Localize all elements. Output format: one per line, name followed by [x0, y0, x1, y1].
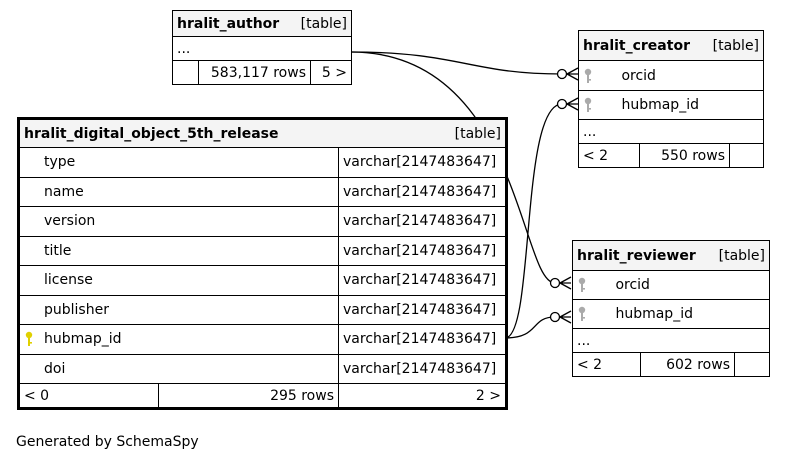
- column-type: varchar[2147483647]: [337, 353, 508, 384]
- column-type: varchar[2147483647]: [337, 206, 508, 237]
- column-name: type: [44, 154, 76, 171]
- table-kind: [table]: [454, 125, 502, 142]
- foreign-key-icon: [583, 97, 597, 113]
- column-row[interactable]: type varchar[2147483647]: [18, 147, 508, 178]
- edge-digital-creator: [504, 103, 563, 339]
- table-name: hralit_digital_object_5th_release: [24, 125, 279, 142]
- column-name-cell: name: [18, 176, 339, 207]
- primary-key-icon: [24, 331, 38, 347]
- table-name: hralit_reviewer: [577, 247, 696, 264]
- column-name: hubmap_id: [615, 306, 693, 322]
- column-row[interactable]: hubmap_id: [571, 299, 771, 329]
- parents-link[interactable]: < 2: [578, 143, 640, 168]
- column-type: varchar[2147483647]: [337, 235, 508, 266]
- table-kind: [table]: [718, 247, 766, 264]
- column-name: orcid: [621, 67, 656, 84]
- column-name: version: [44, 213, 96, 230]
- columns-ellipsis: ...: [571, 328, 771, 353]
- column-row[interactable]: doi varchar[2147483647]: [18, 353, 508, 384]
- parents-link[interactable]: < 0: [18, 383, 159, 409]
- column-name-cell: doi: [18, 353, 339, 384]
- column-row[interactable]: hubmap_id: [577, 90, 765, 120]
- column-row[interactable]: publisher varchar[2147483647]: [18, 294, 508, 325]
- column-name-cell: title: [18, 235, 339, 266]
- table-header[interactable]: hralit_creator [table]: [577, 30, 765, 61]
- column-type: varchar[2147483647]: [337, 265, 508, 296]
- column-type: varchar[2147483647]: [337, 324, 508, 355]
- column-name: doi: [44, 360, 66, 377]
- table-header[interactable]: hralit_author [table]: [171, 10, 353, 37]
- table-header[interactable]: hralit_reviewer [table]: [571, 240, 771, 271]
- table-kind: [table]: [712, 37, 760, 54]
- column-name-cell: version: [18, 206, 339, 237]
- table-kind: [table]: [300, 15, 348, 32]
- children-link[interactable]: 2 >: [337, 383, 508, 409]
- column-name-cell: hubmap_id: [18, 324, 339, 355]
- column-row[interactable]: title varchar[2147483647]: [18, 235, 508, 266]
- foreign-key-icon: [577, 277, 591, 293]
- table-hralit-digital-object-5th-release[interactable]: hralit_digital_object_5th_release [table…: [17, 117, 509, 410]
- row-count: 550 rows: [639, 143, 730, 168]
- column-name: name: [44, 183, 84, 200]
- foreign-key-icon: [577, 306, 591, 322]
- edge-author-creator: [350, 51, 563, 75]
- column-row[interactable]: orcid: [571, 270, 771, 300]
- table-header[interactable]: hralit_digital_object_5th_release [table…: [17, 118, 508, 148]
- children-link[interactable]: 5 >: [309, 60, 353, 85]
- columns-ellipsis: ...: [171, 36, 353, 61]
- column-row[interactable]: version varchar[2147483647]: [18, 206, 508, 237]
- generated-by-footer: Generated by SchemaSpy: [16, 434, 199, 450]
- foreign-key-icon: [583, 68, 597, 84]
- column-name: license: [44, 272, 93, 289]
- table-name: hralit_author: [177, 15, 280, 32]
- row-count: 295 rows: [158, 383, 339, 409]
- table-hralit-reviewer[interactable]: hralit_reviewer [table] orcid hubmap_id …: [571, 240, 771, 377]
- table-name: hralit_creator: [583, 37, 690, 54]
- column-type: varchar[2147483647]: [337, 294, 508, 325]
- column-row[interactable]: name varchar[2147483647]: [18, 176, 508, 207]
- parents-link[interactable]: < 2: [572, 352, 641, 377]
- column-row[interactable]: orcid: [577, 60, 765, 91]
- columns-ellipsis: ...: [577, 119, 765, 144]
- column-name-cell: license: [18, 265, 339, 296]
- column-name: title: [44, 242, 72, 259]
- table-hralit-creator[interactable]: hralit_creator [table] orcid hubmap_id .…: [577, 30, 765, 168]
- parents-cell: [172, 60, 199, 85]
- column-row[interactable]: license varchar[2147483647]: [18, 265, 508, 296]
- column-name-cell: publisher: [18, 294, 339, 325]
- column-type: varchar[2147483647]: [337, 176, 508, 207]
- column-name: hubmap_id: [44, 331, 122, 348]
- column-row[interactable]: hubmap_id varchar[2147483647]: [18, 324, 508, 355]
- table-hralit-author[interactable]: hralit_author [table] ... 583,117 rows 5…: [171, 10, 353, 85]
- children-cell: [728, 143, 765, 168]
- column-name: hubmap_id: [621, 97, 699, 113]
- column-name: orcid: [615, 277, 650, 293]
- edge-digital-reviewer: [504, 316, 556, 339]
- column-type: varchar[2147483647]: [337, 147, 508, 178]
- column-name-cell: type: [18, 147, 339, 178]
- column-name: publisher: [44, 301, 109, 318]
- row-count: 583,117 rows: [198, 60, 311, 85]
- row-count: 602 rows: [640, 352, 735, 377]
- children-cell: [733, 352, 771, 377]
